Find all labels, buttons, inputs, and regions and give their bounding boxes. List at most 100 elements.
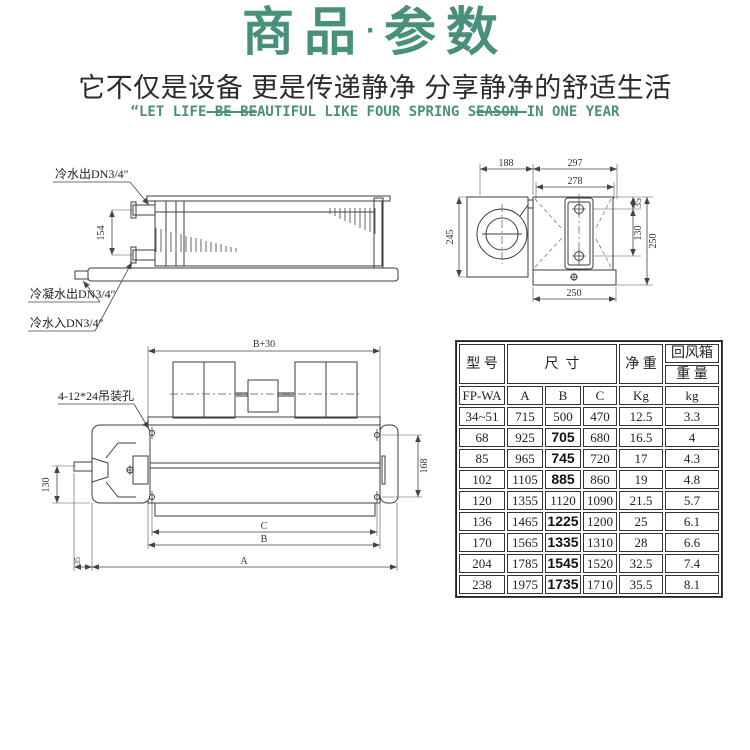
drain-pan [87, 267, 399, 282]
cell-model: 136 [459, 512, 505, 531]
tagline-seg: “LET LIFE [130, 104, 207, 120]
tagline-seg: IN ONE YEAR [526, 104, 620, 120]
table-row: 170 1565 1335 1310 28 6.6 [459, 533, 719, 552]
table-row: 85 965 745 720 17 4.3 [459, 449, 719, 468]
cell-c: 1310 [583, 533, 617, 552]
dim-168: 168 [419, 459, 430, 474]
left-end-cap [91, 424, 151, 504]
cell-b: 745 [545, 449, 581, 468]
cell-b: 1335 [545, 533, 581, 552]
cell-box: 6.6 [665, 533, 719, 552]
table-row: 238 1975 1735 1710 35.5 8.1 [459, 575, 719, 594]
cell-c: 1710 [583, 575, 617, 594]
cell-box: 5.7 [665, 491, 719, 510]
cell-model: 204 [459, 554, 505, 573]
cell-model: 85 [459, 449, 505, 468]
front-panel [154, 502, 376, 517]
dim-b30: B+30 [253, 339, 275, 350]
condensate-stub [74, 270, 89, 280]
spec-table: 型 号 尺 寸 净 重 回风箱 重 量 FP-WA A B C Kg kg 34… [455, 340, 723, 598]
pipe-funnel [91, 457, 109, 483]
cell-b: 705 [545, 428, 581, 447]
dim-35: 35 [633, 198, 644, 208]
subheader-cell: C [583, 386, 617, 405]
cell-model: 120 [459, 491, 505, 510]
cell-b: 1545 [545, 554, 581, 573]
cell-kg: 35.5 [619, 575, 663, 594]
tagline-seg-strike: EASON [476, 104, 527, 120]
cell-box: 4 [665, 428, 719, 447]
cell-model: 34~51 [459, 407, 505, 426]
cell-box: 3.3 [665, 407, 719, 426]
subheader-cell: Kg [619, 386, 663, 405]
side-view-drawing: 154 冷水出DN3/4″ 冷凝水出DN3/4″ 冷水入DN3/4″ [28, 167, 399, 332]
table-row: 102 1105 885 860 19 4.8 [459, 470, 719, 489]
dim-297: 297 [568, 158, 583, 169]
cell-box: 7.4 [665, 554, 719, 573]
hanging-holes [149, 427, 380, 503]
subheader-cell: B [545, 386, 581, 405]
table-row: 204 1785 1545 1520 32.5 7.4 [459, 554, 719, 573]
cell-a: 1105 [507, 470, 543, 489]
dim-b: B [261, 534, 268, 545]
dim-245: 245 [445, 230, 456, 245]
unit-top-flange [146, 195, 391, 202]
cell-c: 680 [583, 428, 617, 447]
tagline-seg: AUTIFUL LIKE FOUR SPRING S [256, 104, 477, 120]
cell-kg: 25 [619, 512, 663, 531]
page-subtitle: 它不仅是设备 更是传递静净 分享静净的舒适生活 [78, 73, 672, 103]
label-hanging-holes: 4-12*24吊装孔 [58, 389, 134, 403]
col-header-dims: 尺 寸 [507, 344, 617, 384]
cell-model: 68 [459, 428, 505, 447]
fan-housing [466, 196, 529, 278]
cell-kg: 12.5 [619, 407, 663, 426]
table-row: 136 1465 1225 1200 25 6.1 [459, 512, 719, 531]
cell-kg: 19 [619, 470, 663, 489]
cell-box: 4.3 [665, 449, 719, 468]
page-title: 商品·参数 [0, 0, 750, 64]
cell-model: 238 [459, 575, 505, 594]
cell-model: 102 [459, 470, 505, 489]
title-dot: · [366, 14, 376, 47]
cell-b: 1735 [545, 575, 581, 594]
col-header-net-weight: 净 重 [619, 344, 663, 384]
cell-a: 1565 [507, 533, 543, 552]
cell-b: 1225 [545, 512, 581, 531]
subheader-cell: A [507, 386, 543, 405]
cell-a: 1785 [507, 554, 543, 573]
cell-b: 885 [545, 470, 581, 489]
cell-c: 860 [583, 470, 617, 489]
dim-278: 278 [568, 176, 583, 187]
table-row: 34~51 715 500 470 12.5 3.3 [459, 407, 719, 426]
unit-body [154, 200, 383, 267]
dim-130: 130 [633, 226, 644, 241]
dim-188: 188 [499, 158, 514, 169]
table-row: 68 925 705 680 16.5 4 [459, 428, 719, 447]
cell-c: 1520 [583, 554, 617, 573]
cell-box: 6.1 [665, 512, 719, 531]
cell-b: 500 [545, 407, 581, 426]
cell-kg: 16.5 [619, 428, 663, 447]
water-out-stub [132, 204, 156, 216]
motor [247, 379, 279, 413]
cell-c: 1090 [583, 491, 617, 510]
cell-kg: 32.5 [619, 554, 663, 573]
subheader-cell: kg [665, 386, 719, 405]
coil-hatch-right [329, 208, 376, 234]
cell-a: 925 [507, 428, 543, 447]
water-in-stub [132, 249, 156, 261]
col-header-return-box-weight: 重 量 [665, 365, 719, 384]
dim-35-plan: 35 [73, 557, 82, 565]
page-title-left: 商品 [241, 4, 366, 62]
cell-a: 1355 [507, 491, 543, 510]
cell-c: 470 [583, 407, 617, 426]
table-row: 120 1355 1120 1090 21.5 5.7 [459, 491, 719, 510]
cell-kg: 21.5 [619, 491, 663, 510]
cell-a: 965 [507, 449, 543, 468]
pipe-stub-plan [73, 461, 93, 472]
dim-130-plan: 130 [41, 478, 52, 493]
cell-kg: 28 [619, 533, 663, 552]
subheader-cell: FP-WA [459, 386, 505, 405]
cell-a: 715 [507, 407, 543, 426]
label-water-out: 冷水出DN3/4″ [55, 167, 129, 181]
